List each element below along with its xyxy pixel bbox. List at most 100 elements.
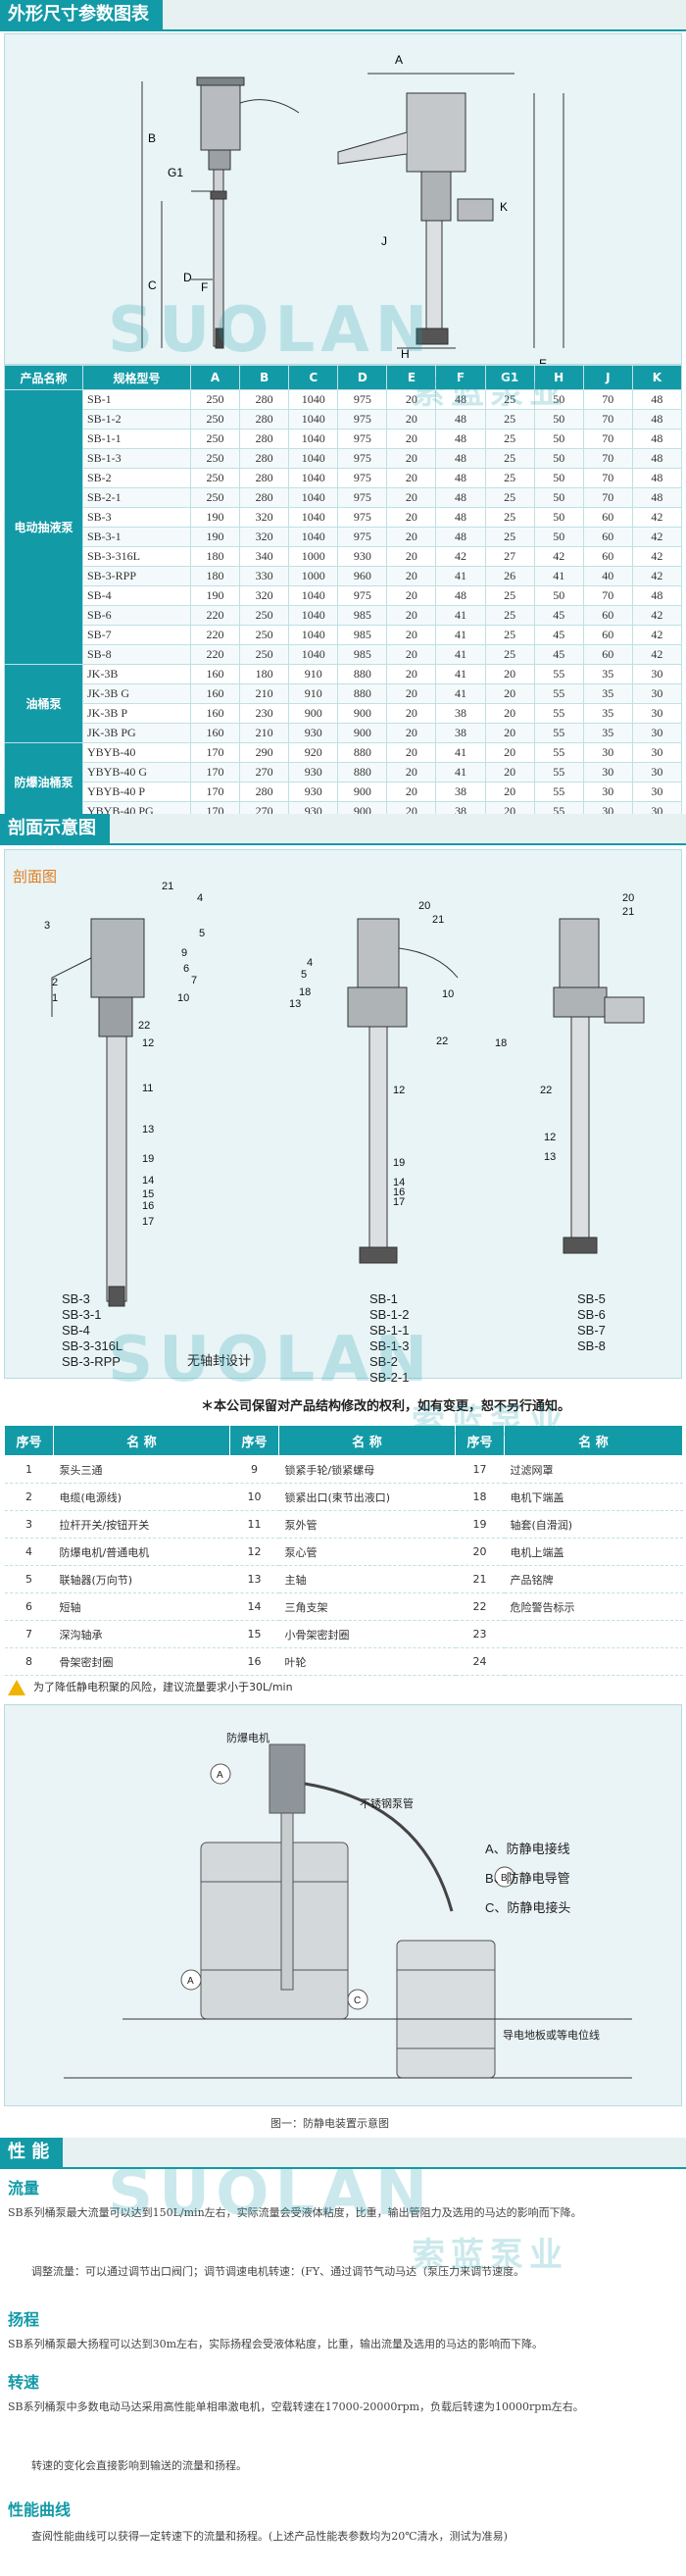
model-label: SB-3-RPP [62, 1354, 121, 1369]
section-header-dimensions: 外形尺寸参数图表 [0, 0, 686, 31]
value-cell: 20 [386, 487, 437, 508]
dim-label-f: F [201, 280, 208, 294]
value-cell: 25 [484, 527, 535, 547]
model-label: SB-3-316L [62, 1339, 123, 1353]
value-cell: 930 [288, 723, 339, 743]
dim-label-b: B [148, 131, 156, 145]
svg-text:7: 7 [191, 975, 197, 986]
value-cell: 280 [239, 389, 290, 410]
value-cell: 1040 [288, 527, 339, 547]
value-cell: 220 [189, 644, 241, 665]
value-cell: 320 [239, 527, 290, 547]
value-cell: 975 [337, 507, 388, 528]
value-cell: 48 [435, 585, 486, 606]
value-cell: 1040 [288, 585, 339, 606]
svg-text:16: 16 [393, 1187, 405, 1198]
value-cell: 975 [337, 585, 388, 606]
value-cell: 60 [582, 527, 633, 547]
value-cell: 70 [582, 487, 633, 508]
value-cell: 41 [435, 605, 486, 626]
col-header: 产品名称 [4, 365, 83, 390]
curve-title: 性能曲线 [8, 2500, 72, 2519]
part-name: 短轴 [53, 1592, 230, 1621]
value-cell: 50 [533, 487, 584, 508]
no-shaft-seal-note: 无轴封设计 [187, 1353, 252, 1368]
value-cell: 25 [484, 585, 535, 606]
value-cell: 900 [337, 723, 388, 743]
part-number: 19 [455, 1510, 505, 1539]
value-cell: 42 [435, 546, 486, 567]
value-cell: 975 [337, 429, 388, 449]
value-cell: 20 [386, 409, 437, 429]
value-cell: 38 [435, 723, 486, 743]
value-cell: 160 [189, 664, 241, 684]
value-cell: 160 [189, 703, 241, 724]
static-diagram: AA CB [64, 1743, 632, 2079]
parts-table-header: 序号 名 称 序号 名 称 序号 名 称 [4, 1425, 683, 1456]
value-cell: 20 [386, 723, 437, 743]
svg-text:9: 9 [181, 947, 187, 959]
col-header: J [582, 365, 633, 390]
model-cell: SB-3-1 [82, 527, 191, 547]
model-cell: SB-1-3 [82, 448, 191, 469]
value-cell: 1000 [288, 546, 339, 567]
svg-text:21: 21 [162, 881, 173, 892]
value-cell: 250 [239, 644, 290, 665]
value-cell: 250 [189, 468, 241, 488]
svg-text:12: 12 [142, 1037, 154, 1049]
value-cell: 20 [386, 448, 437, 469]
value-cell: 20 [386, 389, 437, 410]
dim-label-c: C [148, 278, 157, 292]
svg-text:4: 4 [197, 892, 203, 904]
value-cell: 42 [631, 527, 683, 547]
value-cell: 55 [533, 782, 584, 802]
value-cell: 55 [533, 703, 584, 724]
value-cell: 1040 [288, 507, 339, 528]
model-label: SB-1-2 [369, 1307, 410, 1322]
flow-text: SB系列桶泵最大流量可以达到150L/min左右，实际流量会受液体粘度，比重，输… [8, 2206, 582, 2219]
part-name: 泵头三通 [53, 1455, 230, 1484]
value-cell: 30 [631, 664, 683, 684]
value-cell: 60 [582, 644, 633, 665]
part-number: 12 [229, 1538, 279, 1566]
part-name: 联轴器(万向节) [53, 1565, 230, 1593]
value-cell: 20 [386, 507, 437, 528]
value-cell: 160 [189, 723, 241, 743]
legend-item-b: B、防静电导管 [485, 1871, 570, 1886]
part-name: 锁紧手轮/锁紧螺母 [278, 1455, 456, 1484]
part-number: 9 [229, 1455, 279, 1484]
value-cell: 50 [533, 468, 584, 488]
part-number: 18 [455, 1483, 505, 1511]
value-cell: 985 [337, 644, 388, 665]
model-cell: SB-7 [82, 625, 191, 645]
svg-text:4: 4 [307, 957, 313, 969]
col-header: E [386, 365, 437, 390]
svg-text:21: 21 [622, 906, 634, 918]
model-cell: SB-2-1 [82, 487, 191, 508]
model-cell: JK-3B [82, 664, 191, 684]
dimension-drawing-panel: A B C D E F G1 H J K [4, 33, 682, 371]
part-number: 13 [229, 1565, 279, 1593]
svg-text:10: 10 [442, 988, 454, 1000]
ground-label: 导电地板或等电位线 [503, 2030, 600, 2042]
model-cell: SB-6 [82, 605, 191, 626]
value-cell: 280 [239, 782, 290, 802]
value-cell: 210 [239, 683, 290, 704]
col-header: F [435, 365, 486, 390]
value-cell: 170 [189, 782, 241, 802]
value-cell: 960 [337, 566, 388, 586]
value-cell: 25 [484, 487, 535, 508]
part-name: 防爆电机/普通电机 [53, 1538, 230, 1566]
value-cell: 975 [337, 527, 388, 547]
curve-text: 查阅性能曲线可以获得一定转速下的流量和扬程。(上述产品性能表参数均为20℃清水，… [31, 2530, 508, 2543]
value-cell: 60 [582, 605, 633, 626]
model-cell: SB-1 [82, 389, 191, 410]
